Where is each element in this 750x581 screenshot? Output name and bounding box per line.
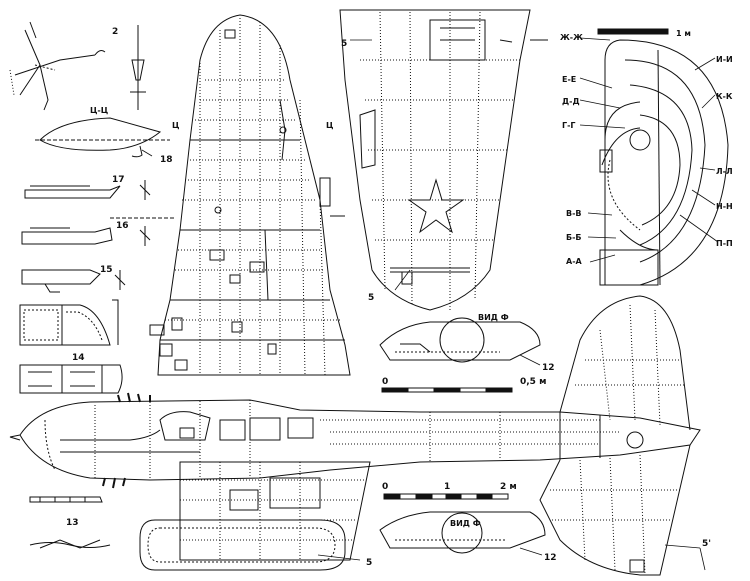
callout-17: 17 [112,175,125,185]
cowling-sections [599,39,729,286]
scale-small-unit: 1 м [676,29,691,38]
detail-2-gear-front [130,25,146,110]
detail-2-gear [9,21,106,111]
section-ts-right: Ц [326,121,333,130]
section-b: Б-Б [566,233,582,242]
detail-17-pylon [24,180,151,200]
view-f-lower-label: ВИД Ф [450,519,481,528]
detail-14-cockpit-sections [19,299,123,394]
horizontal-tail [539,444,691,576]
callout-18: 18 [160,155,173,165]
section-d: Д-Д [562,97,580,106]
section-ts-title: Ц-Ц [90,106,108,115]
vertical-tail [559,295,691,431]
callout-15: 15 [100,265,113,275]
section-zh: Ж-Ж [560,33,583,42]
view-f-lower-detail [379,511,546,554]
scale-main-start: 0 [382,482,388,492]
callout-12-upper: 12 [542,363,555,373]
detail-13-parts [29,496,111,549]
callout-14: 14 [72,353,85,363]
view-f-upper-detail [379,317,541,363]
wing-plan-view [110,14,351,376]
callout-13: 13 [66,518,79,528]
fin-side-view [339,9,548,311]
callout-5-prime: 5' [702,539,711,549]
callout-16: 16 [116,221,129,231]
scale-main-mid: 1 [444,482,450,492]
detail-15-pylon [21,269,126,293]
scale-bar-small [597,28,669,35]
section-ts-left: Ц [172,121,179,130]
section-i: И-И [716,55,733,64]
detail-16-pylon [21,226,151,246]
scale-bar-mid [381,387,513,393]
callout-5-mid: 5 [368,293,374,303]
section-g: Г-Г [562,121,576,130]
section-v: В-В [566,209,582,218]
scale-mid-start: 0 [382,377,388,387]
callout-2: 2 [112,27,118,37]
callout-5-top: 5 [341,39,347,49]
section-l: Л-Л [716,167,733,176]
scale-mid-end: 0,5 м [520,377,546,387]
callout-12-lower: 12 [544,553,557,563]
section-n: Н-Н [716,202,733,211]
section-a: А-А [566,257,583,266]
wing-lower-section [139,461,371,571]
section-ts-ts-profile [35,117,170,158]
section-k: К-К [716,92,733,101]
section-e: Е-Е [562,75,576,84]
scale-main-end: 2 м [500,482,517,492]
scale-bar-main [383,493,509,500]
view-f-upper-label: ВИД Ф [478,313,509,322]
fuselage-side-view [9,392,701,489]
section-p: П-П [716,239,733,248]
callout-5-bottom: 5 [366,558,372,568]
